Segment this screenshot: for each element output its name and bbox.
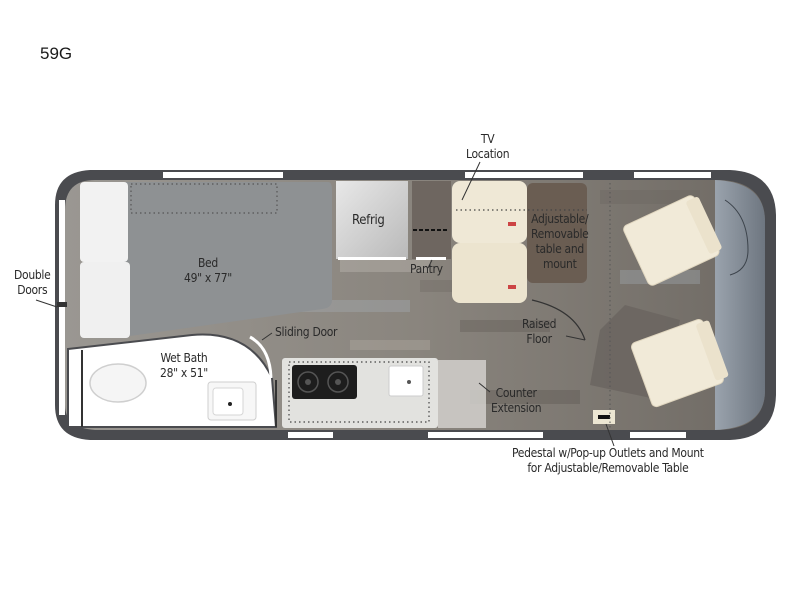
cab-seat-passenger [590, 305, 729, 408]
double-doors-line2: Doors [17, 283, 48, 297]
galley-sink [388, 365, 424, 397]
tv-line1: TV [480, 132, 495, 146]
bed [80, 182, 332, 338]
raised-floor-line1: Raised [522, 317, 557, 331]
label-refrig: Refrig [352, 213, 385, 228]
wet-bath [67, 333, 278, 428]
refrigerator [336, 181, 408, 260]
windows [163, 172, 711, 438]
dinette-seats [452, 181, 587, 303]
table-line1: Adjustable/ [531, 212, 589, 226]
double-doors-line1: Double [14, 268, 51, 282]
label-wet-bath: Wet Bath 28" x 51" [160, 351, 208, 381]
label-sliding-door: Sliding Door [275, 325, 338, 339]
pedestal-line1: Pedestal w/Pop-up Outlets and Mount [512, 446, 704, 460]
label-bed: Bed 49" x 77" [184, 256, 232, 286]
counter-extension [438, 360, 486, 428]
dinette-table [527, 183, 587, 283]
cab-seat-driver [623, 195, 722, 286]
label-tv-location: TV Location [466, 132, 510, 162]
tv-line2: Location [466, 147, 510, 161]
cooktop [292, 365, 357, 399]
label-adjustable-table: Adjustable/ Removable table and mount [531, 212, 589, 272]
double-doors [57, 200, 67, 415]
label-raised-floor: Raised Floor [522, 317, 556, 347]
label-double-doors: Double Doors [14, 268, 51, 298]
pedestal-line2: for Adjustable/Removable Table [527, 461, 689, 475]
floor-planks [300, 190, 700, 404]
toilet [89, 363, 147, 403]
model-name: 59G [40, 44, 73, 63]
label-counter-extension: Counter Extension [491, 386, 542, 416]
counter-line1: Counter [495, 386, 537, 400]
label-pantry: Pantry [410, 262, 443, 276]
label-pedestal: Pedestal w/Pop-up Outlets and Mount for … [512, 446, 704, 476]
bed-title: Bed [197, 256, 218, 270]
raised-floor-line [531, 299, 586, 341]
bed-size: 49" x 77" [184, 271, 232, 285]
raised-floor-line2: Floor [526, 332, 552, 346]
leader-lines [35, 161, 615, 447]
wet-bath-size: 28" x 51" [160, 366, 208, 380]
table-line2: Removable [531, 227, 589, 241]
galley-counter [282, 358, 486, 428]
wet-bath-title: Wet Bath [160, 351, 208, 365]
table-line3: table and [535, 242, 585, 256]
table-line4: mount [542, 257, 577, 271]
counter-line2: Extension [491, 401, 542, 415]
pantry [412, 181, 451, 260]
